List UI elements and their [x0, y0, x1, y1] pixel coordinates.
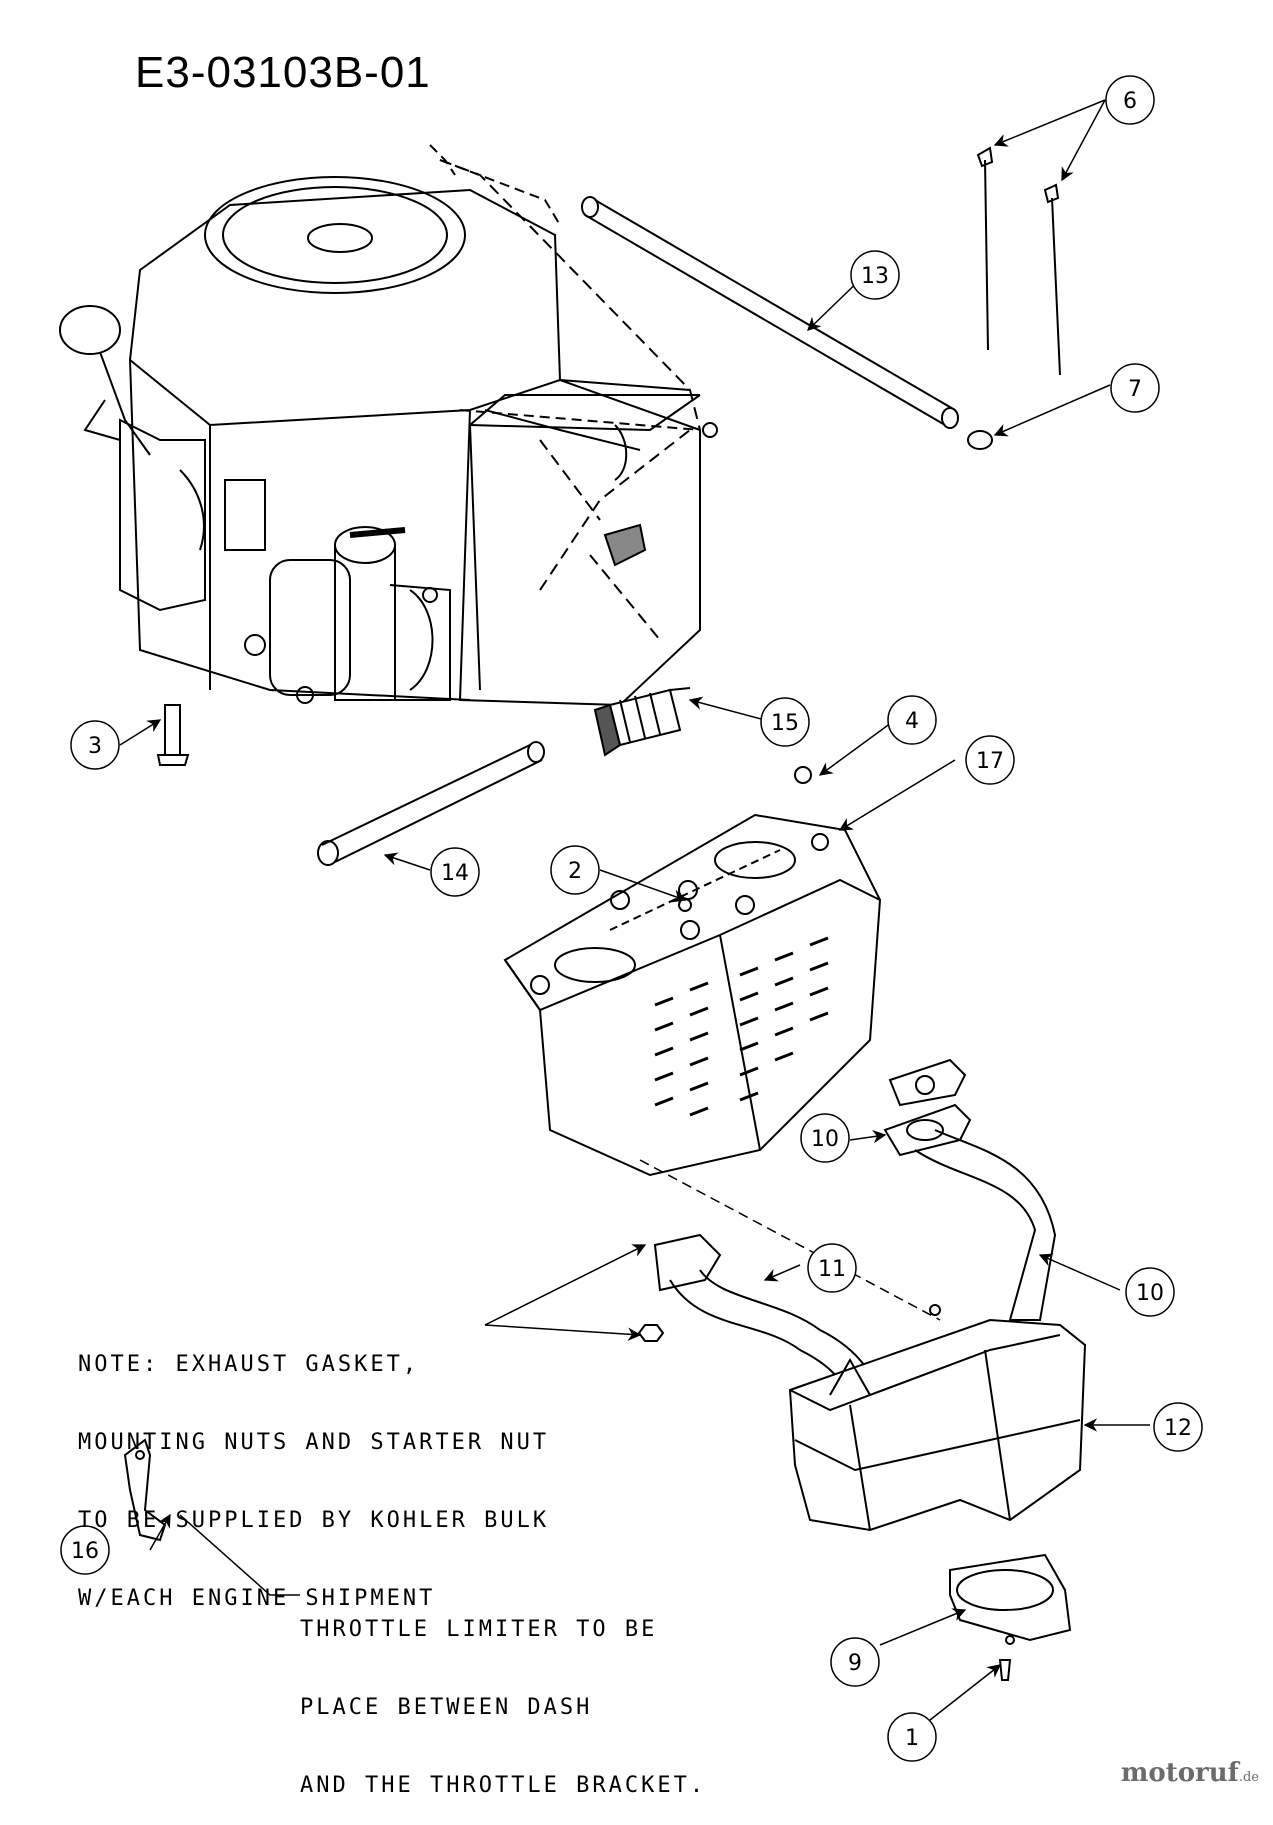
leader-lines [119, 99, 1150, 1721]
callout-3[interactable]: 3 [70, 720, 120, 770]
svg-text:9: 9 [848, 1651, 862, 1676]
bolt-3 [156, 704, 190, 766]
svg-text:16: 16 [71, 1539, 99, 1564]
svg-text:10: 10 [811, 1127, 839, 1152]
callout-15[interactable]: 15 [760, 697, 810, 747]
callout-4[interactable]: 4 [887, 695, 937, 745]
engine [59, 144, 718, 707]
screw-1 [998, 1659, 1012, 1681]
callout-1[interactable]: 1 [887, 1712, 937, 1762]
tube-13 [581, 196, 959, 429]
note-throttle-line: PLACE BETWEEN DASH [300, 1695, 593, 1720]
svg-text:14: 14 [441, 861, 469, 886]
callout-10-gasket[interactable]: 10 [800, 1113, 850, 1163]
note-exhaust-gasket: NOTE: EXHAUST GASKET, MOUNTING NUTS AND … [78, 1300, 549, 1638]
tube-14 [317, 741, 545, 866]
heat-shield [503, 813, 882, 1177]
svg-text:17: 17 [976, 749, 1004, 774]
note-exhaust-line: MOUNTING NUTS AND STARTER NUT [78, 1430, 550, 1455]
callout-6[interactable]: 6 [1105, 75, 1155, 125]
callout-9[interactable]: 9 [830, 1637, 880, 1687]
callout-13[interactable]: 13 [850, 250, 900, 300]
callout-7[interactable]: 7 [1110, 363, 1160, 413]
diagram-title: E3-03103B-01 [135, 48, 431, 97]
callout-11[interactable]: 11 [807, 1243, 857, 1293]
svg-text:15: 15 [771, 711, 799, 736]
watermark-logo: motoruf.de [1121, 1758, 1259, 1788]
callout-10-pipe[interactable]: 10 [1125, 1267, 1175, 1317]
note-throttle-line: THROTTLE LIMITER TO BE [300, 1617, 658, 1642]
svg-text:13: 13 [861, 264, 889, 289]
nut-4 [794, 766, 812, 784]
callout-2[interactable]: 2 [550, 845, 600, 895]
svg-text:12: 12 [1164, 1416, 1192, 1441]
callout-16[interactable]: 16 [60, 1525, 110, 1575]
svg-text:7: 7 [1128, 377, 1142, 402]
note-exhaust-line: NOTE: EXHAUST GASKET, [78, 1352, 420, 1377]
svg-text:6: 6 [1123, 89, 1137, 114]
note-throttle-line: AND THE THROTTLE BRACKET. [300, 1773, 707, 1798]
svg-text:1: 1 [905, 1726, 919, 1751]
svg-text:3: 3 [88, 734, 102, 759]
callout-17[interactable]: 17 [965, 735, 1015, 785]
callout-12[interactable]: 12 [1153, 1402, 1203, 1452]
muffler-deflector [949, 1553, 1072, 1645]
svg-text:2: 2 [568, 859, 582, 884]
callout-14[interactable]: 14 [430, 847, 480, 897]
starter-nut [637, 1324, 665, 1342]
note-exhaust-line: TO BE SUPPLIED BY KOHLER BULK [78, 1508, 550, 1533]
watermark-ext: .de [1238, 1770, 1259, 1785]
fuel-filter [593, 687, 691, 757]
svg-text:4: 4 [905, 709, 919, 734]
shield-vents [654, 936, 829, 1117]
muffler [788, 1304, 1087, 1532]
hose-clamp [967, 430, 993, 450]
cable-ties [976, 146, 1061, 376]
svg-text:10: 10 [1136, 1281, 1164, 1306]
svg-text:11: 11 [818, 1257, 846, 1282]
note-throttle-limiter: THROTTLE LIMITER TO BE PLACE BETWEEN DAS… [300, 1565, 706, 1825]
note-exhaust-line: W/EACH ENGINE SHIPMENT [78, 1586, 436, 1611]
watermark-brand: motoruf [1120, 1758, 1239, 1788]
exhaust-gasket [883, 1058, 972, 1157]
